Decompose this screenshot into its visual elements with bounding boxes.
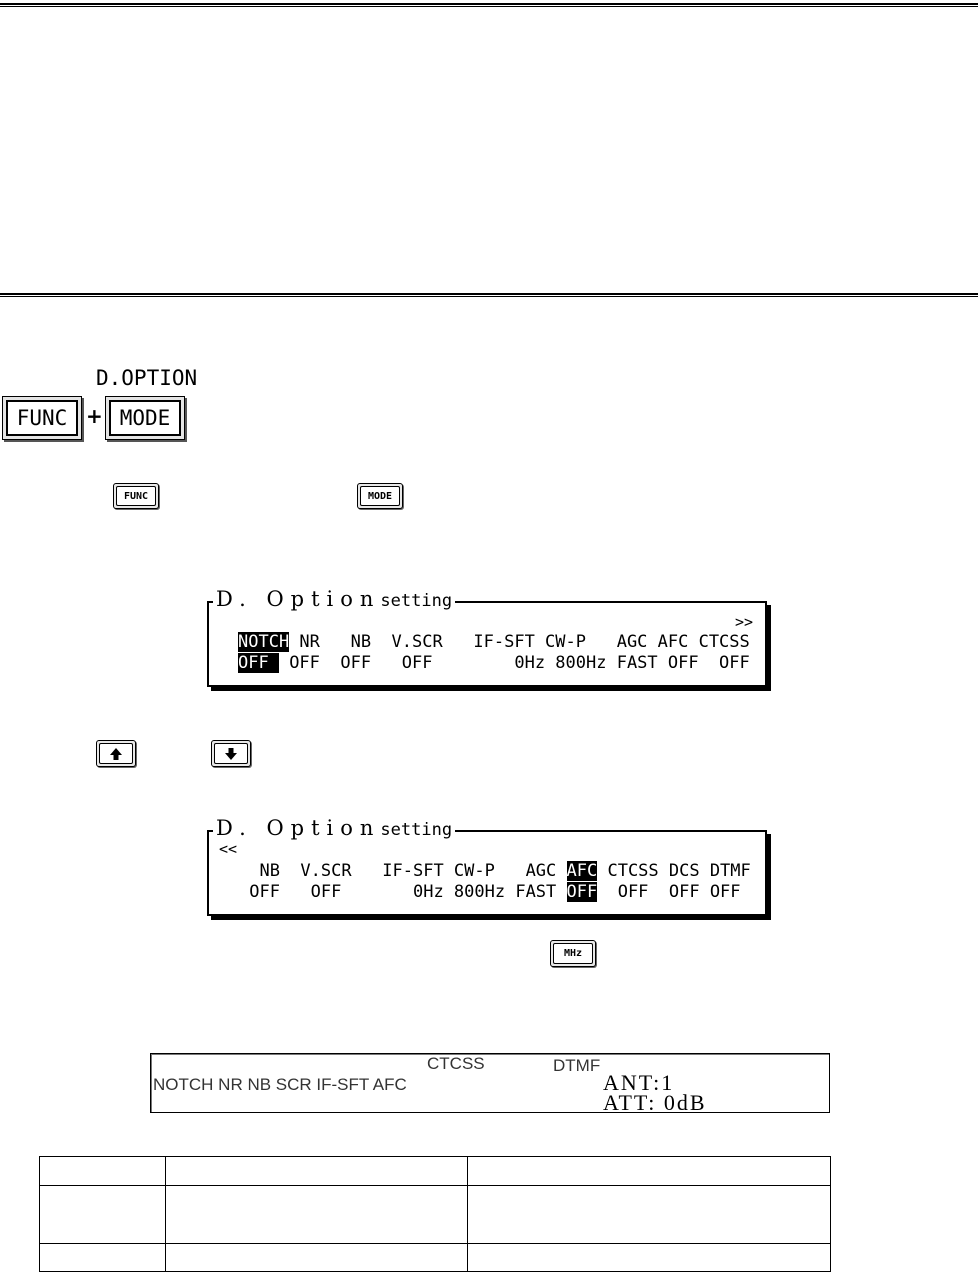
afc-highlight-value: OFF <box>566 882 598 902</box>
panel-2-labels-before: NB V.SCR IF-SFT CW-P AGC <box>239 861 567 881</box>
panel-2-title: D. Option setting <box>213 816 456 840</box>
table-row <box>39 1243 831 1272</box>
section-rule <box>0 293 978 297</box>
top-rule <box>0 3 978 7</box>
d-option-label: D.OPTION <box>96 366 198 390</box>
panel-1-values-rest: OFF OFF OFF 0Hz 800Hz FAST OFF OFF <box>278 653 750 673</box>
mode-key-label: MODE <box>109 400 181 436</box>
mode-key-small-label: MODE <box>360 486 400 506</box>
panel-1-labels: NOTCH NR NB V.SCR IF-SFT CW-P AGC AFC CT… <box>238 632 750 652</box>
settings-table <box>39 1156 831 1272</box>
dtmf-indicator: DTMF <box>553 1056 601 1075</box>
panel-1-values: OFF OFF OFF OFF 0Hz 800Hz FAST OFF OFF <box>238 653 750 673</box>
mhz-key: MHz <box>550 940 596 967</box>
plus-sign: + <box>86 404 103 428</box>
func-key-small: FUNC <box>113 483 159 509</box>
panel-2-title-sub: setting <box>380 820 453 840</box>
panel-1-labels-rest: NR NB V.SCR IF-SFT CW-P AGC AFC CTCSS <box>289 632 750 652</box>
mode-key-small: MODE <box>357 483 403 509</box>
down-key <box>211 740 251 767</box>
func-key: FUNC <box>2 396 82 440</box>
panel-2-labels-after: CTCSS DCS DTMF <box>597 861 751 881</box>
attenuator-readout: ATT: 0dB <box>603 1090 707 1115</box>
table-row <box>39 1185 831 1244</box>
panel-1-title-main: D. Option <box>216 587 381 611</box>
func-key-small-label: FUNC <box>116 486 156 506</box>
panel-2-values-after: OFF OFF OFF <box>597 882 741 902</box>
up-key <box>96 740 136 767</box>
panel-2-values-before: OFF OFF 0Hz 800Hz FAST <box>239 882 567 902</box>
notch-highlight-label: NOTCH <box>238 632 290 652</box>
panel-1-title: D. Option setting <box>213 587 456 611</box>
afc-highlight-label: AFC <box>566 861 598 881</box>
d-option-panel-2: D. Option setting << NB V.SCR IF-SFT CW-… <box>207 816 767 916</box>
prev-page-indicator: << <box>219 840 238 858</box>
next-page-indicator: >> <box>734 613 753 631</box>
panel-2-labels: NB V.SCR IF-SFT CW-P AGC AFC CTCSS DCS D… <box>239 861 751 881</box>
panel-2-values: OFF OFF 0Hz 800Hz FAST OFF OFF OFF OFF <box>239 882 741 902</box>
panel-1-title-sub: setting <box>380 591 453 611</box>
main-display: CTCSS DTMF NOTCH NR NB SCR IF-SFT AFC AN… <box>150 1053 830 1115</box>
down-arrow-icon <box>225 747 237 760</box>
antenna-readout: ANT:1 <box>603 1070 675 1095</box>
function-indicators: NOTCH NR NB SCR IF-SFT AFC <box>153 1075 407 1094</box>
table-row <box>39 1156 831 1186</box>
up-arrow-icon <box>110 747 122 760</box>
func-key-label: FUNC <box>6 400 78 436</box>
d-option-panel-1: D. Option setting >> NOTCH NR NB V.SCR I… <box>207 587 767 687</box>
panel-2-title-main: D. Option <box>216 816 381 840</box>
notch-highlight-value: OFF <box>238 653 279 673</box>
mode-key: MODE <box>105 396 185 440</box>
mhz-key-label: MHz <box>553 943 593 964</box>
ctcss-indicator: CTCSS <box>427 1054 485 1073</box>
